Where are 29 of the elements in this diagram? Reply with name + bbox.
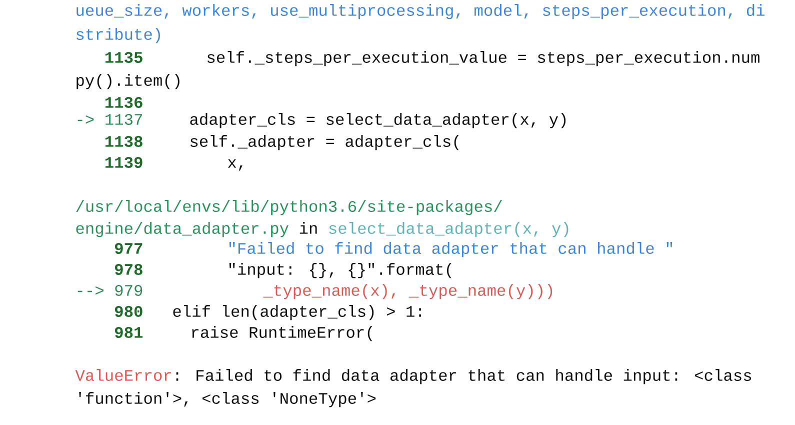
code-text: self._adapter = adapter_cls( [190, 135, 459, 150]
code-text: stribute) [76, 28, 160, 44]
line-number: 981 [115, 326, 143, 338]
line-number: 980 [115, 306, 142, 317]
line-number: 977 [115, 242, 142, 254]
function-name: select_data_adapter(x, y) [329, 222, 568, 238]
error-type: ValueError [75, 369, 171, 381]
current-line-marker: --> 979 [78, 284, 142, 296]
line-number: 1135 [105, 52, 142, 63]
code-text: adapter_cls = select_data_adapter(x, y) [190, 113, 566, 128]
current-line-marker: -> 1137 [78, 114, 142, 125]
code-text: py().item() [76, 74, 180, 90]
code-text: "input: {}, {}".format( [229, 263, 452, 278]
line-number: 1139 [105, 156, 142, 168]
line-number: 1136 [105, 96, 142, 108]
code-text: elif len(adapter_cls) > 1: [173, 305, 421, 320]
error-message: : Failed to find data adapter that can handle input: <class [176, 369, 752, 384]
code-text: self._steps_per_execution_value = steps_per_execution.num [208, 51, 760, 66]
line-number: 1138 [105, 136, 142, 147]
code-text: _type_name(x), _type_name(y))) [263, 284, 552, 300]
line-number: 978 [115, 264, 142, 275]
code-text: "Failed to find data adapter that can handle " [229, 242, 672, 258]
file-path: engine/data_adapter.py [76, 222, 289, 238]
code-text: in [300, 222, 317, 234]
code-text: ueue_size, workers, use_multiprocessing, model, steps_per_execution, di [76, 4, 764, 20]
file-path: /usr/local/envs/lib/python3.6/site-packages/ [76, 200, 502, 216]
error-message: 'function'>, <class 'NoneType'> [79, 392, 376, 408]
code-text: raise RuntimeError( [192, 326, 372, 342]
code-text: x, [228, 159, 242, 171]
